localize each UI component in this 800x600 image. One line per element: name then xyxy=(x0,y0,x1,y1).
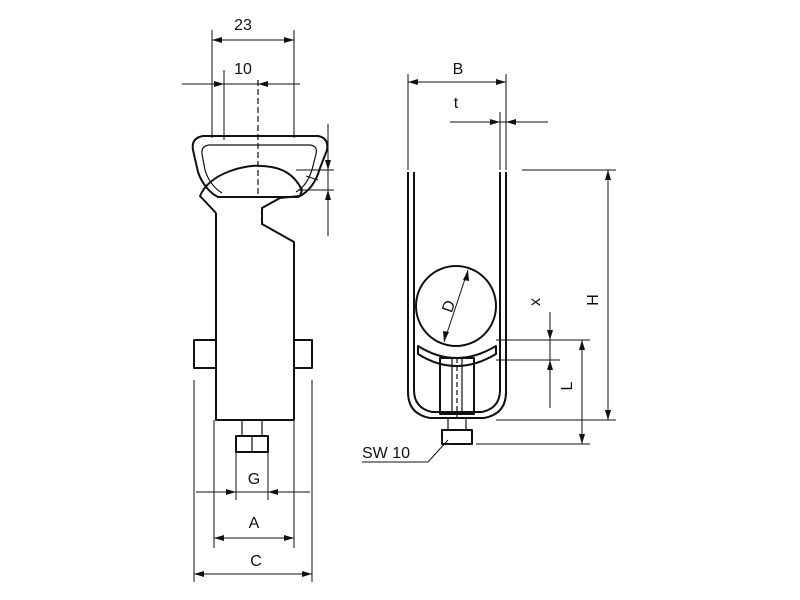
left-lug xyxy=(193,339,217,369)
dim-G-label: G xyxy=(248,471,260,488)
dim-H-label: H xyxy=(585,294,602,306)
sw-label: SW 10 xyxy=(362,445,410,462)
dim-D-line xyxy=(443,269,469,343)
front-view: 23 10 G A C xyxy=(182,17,334,582)
saddle xyxy=(417,345,497,367)
sw-leader-2 xyxy=(427,439,449,463)
nut-stem xyxy=(241,419,263,437)
clip-head xyxy=(199,164,303,420)
dim-D-label: D xyxy=(439,298,459,315)
dim-small-slope xyxy=(305,175,319,181)
clip-body xyxy=(215,213,294,421)
dim-L-label: L xyxy=(559,381,576,390)
dim-10-label: 10 xyxy=(234,61,252,78)
bracket-outer xyxy=(407,172,507,419)
dim-x-label: x xyxy=(527,298,544,306)
right-lug xyxy=(293,339,313,369)
dim-B-label: B xyxy=(453,61,464,78)
dim-C-label: C xyxy=(250,553,262,570)
side-view: D SW 10 B t x xyxy=(362,61,616,463)
dim-A-label: A xyxy=(249,515,260,532)
cable-circle xyxy=(415,265,497,347)
dim-t-label: t xyxy=(454,95,459,112)
clip-loop xyxy=(191,135,329,198)
side-nut-stem xyxy=(447,417,467,431)
clip-loop-inner xyxy=(201,144,317,194)
dim-23-label: 23 xyxy=(234,17,252,34)
bracket-inner xyxy=(413,172,501,413)
